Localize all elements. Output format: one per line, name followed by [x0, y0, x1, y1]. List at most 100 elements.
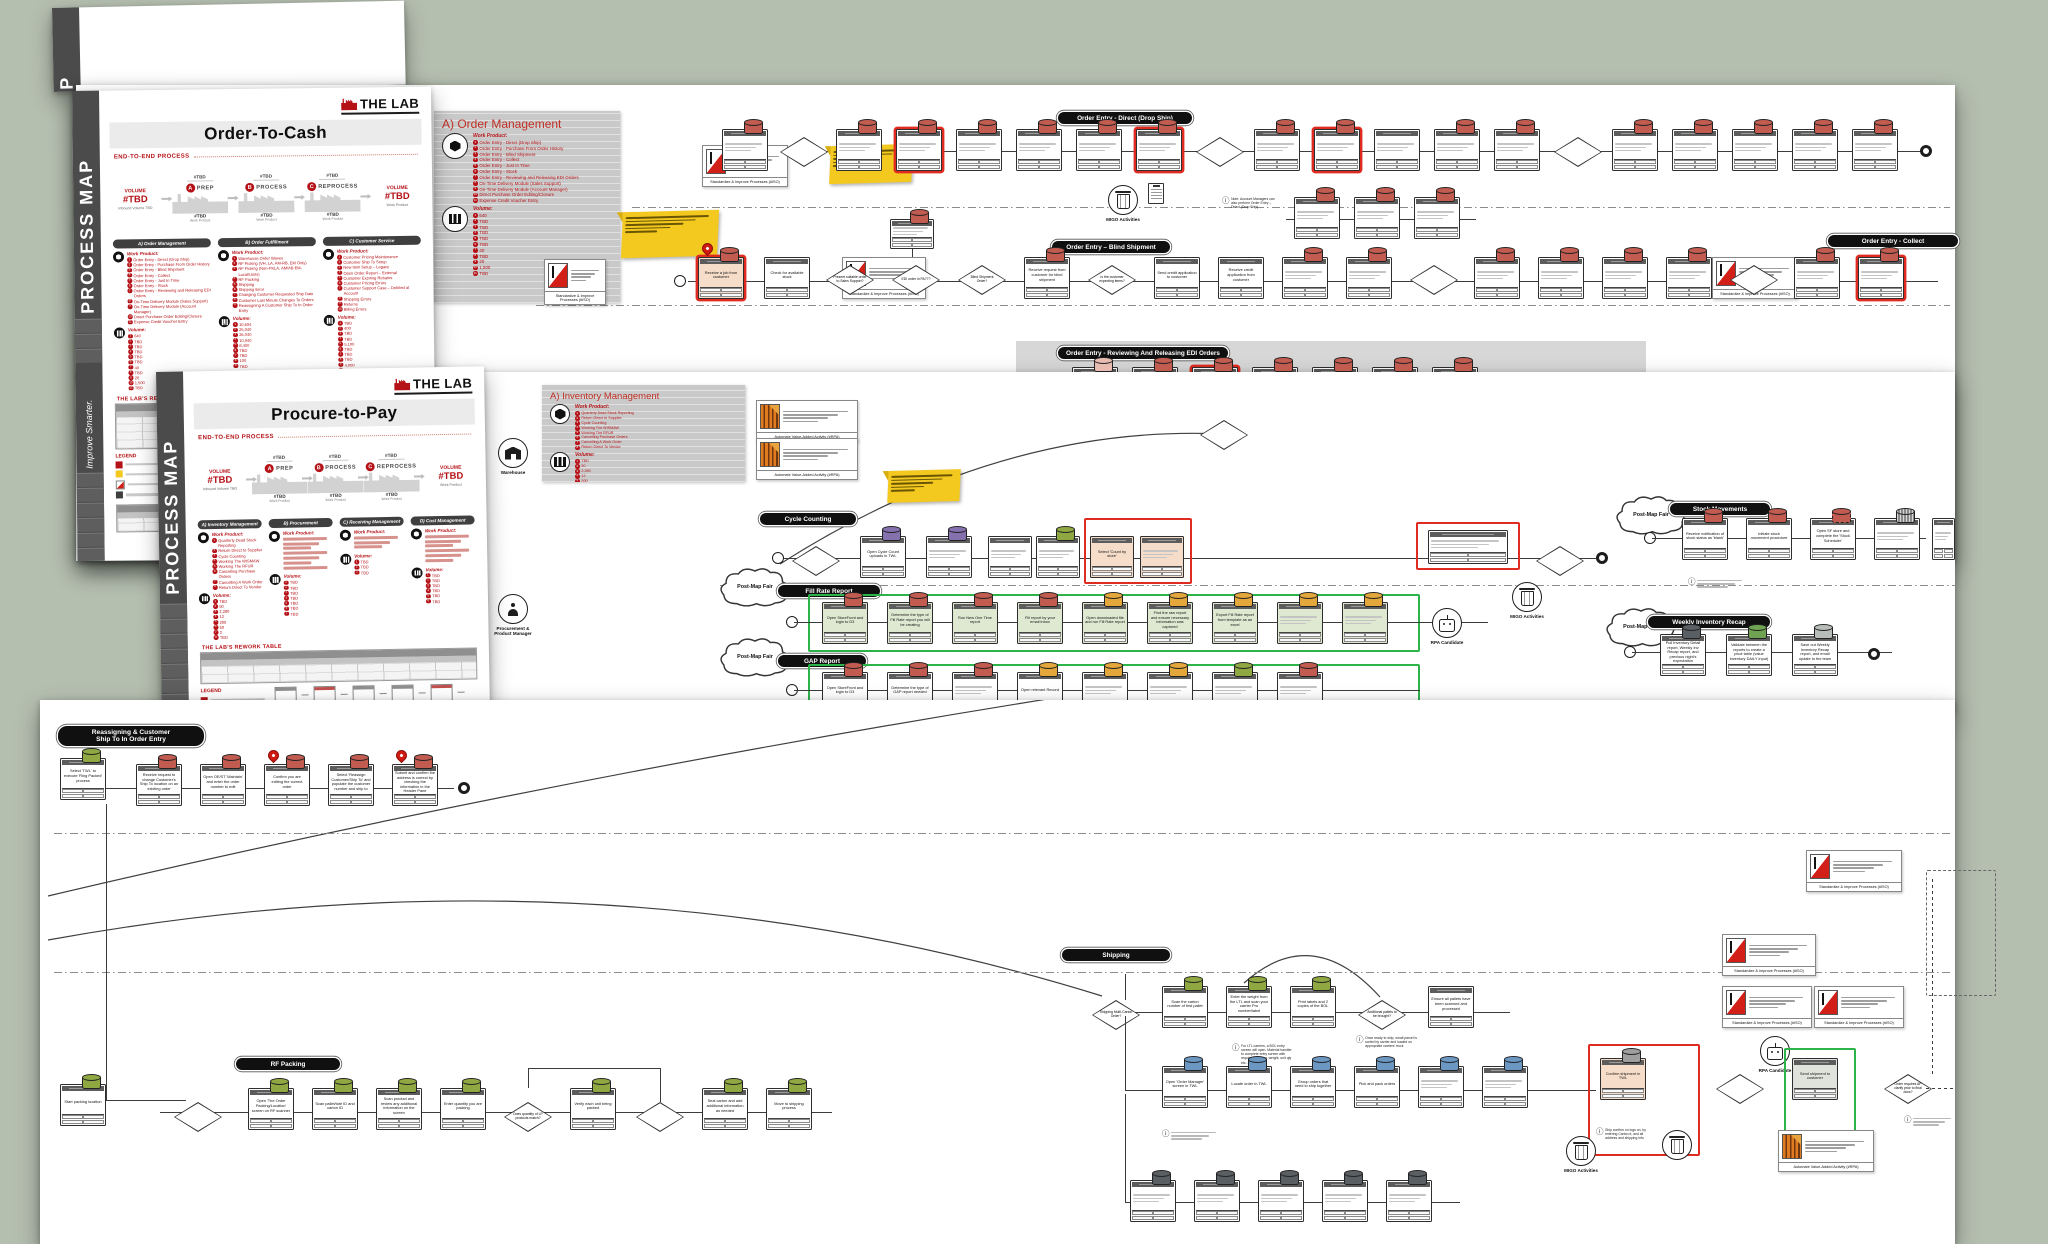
footer-cell: [1131, 1216, 1153, 1221]
task-header: [1495, 130, 1539, 137]
info-icon: ⓘ: [1904, 1115, 1912, 1124]
text-line: [1297, 217, 1323, 220]
footer-cell: [1415, 228, 1437, 233]
task-header: [1673, 130, 1717, 137]
task-text: [1137, 136, 1181, 158]
footer-cell: [1343, 638, 1365, 643]
text-line: [1297, 214, 1329, 217]
lane-separator: [54, 972, 1950, 974]
task-header: [1283, 258, 1327, 265]
footer-cell: [1749, 670, 1771, 675]
task-header: [1601, 1059, 1645, 1066]
improvement-flag-note: Standardize & Improve Processes (#ISO): [1806, 850, 1902, 892]
checklist-line: [1150, 194, 1162, 197]
task-header: [1313, 368, 1357, 375]
database-cylinder-icon: [1440, 1055, 1459, 1071]
task-text: [1859, 264, 1903, 286]
text-line: [1605, 271, 1642, 274]
footer-cell: [1667, 288, 1689, 293]
poster-fulfillment-detail: Reassigning & Customer Ship To In Order …: [40, 700, 1996, 1244]
text-line: [1197, 1194, 1234, 1197]
task-footer: [1683, 547, 1727, 559]
footer-cell: [1667, 293, 1689, 298]
task-footer: [767, 1117, 811, 1129]
text-line: [890, 489, 915, 492]
text-line: [1285, 274, 1317, 277]
robot-icon: [1439, 614, 1455, 632]
task-box: [1322, 1169, 1368, 1222]
task-header: [767, 1089, 811, 1096]
database-cylinder-icon: [1214, 356, 1233, 372]
footer-cell: [1419, 1102, 1441, 1107]
text-line: [725, 143, 762, 146]
task-footer: [1667, 286, 1711, 298]
text-line: [1749, 1003, 1787, 1005]
database-cylinder-icon: [909, 591, 928, 607]
task-text: [723, 136, 767, 158]
database-cylinder-icon: [910, 208, 929, 224]
footer-cell: [745, 165, 767, 170]
footer-cell: [919, 165, 941, 170]
footer-cell: [1897, 549, 1919, 554]
footer-cell: [1457, 160, 1479, 165]
work-product-item-bar: [425, 553, 462, 558]
task-box: Open 'The Order Packing/Location' screen…: [248, 1077, 294, 1130]
item-number: 7: [473, 174, 478, 180]
footer-cell: [1083, 638, 1105, 643]
text-line: [1615, 149, 1641, 152]
task-text: Save out Weekly Inventory Recap report, …: [1798, 642, 1832, 662]
text-line: [1735, 143, 1772, 146]
task-header: [61, 1085, 105, 1092]
task-box: Submit and confirm the address is correc…: [392, 747, 438, 806]
role-icon-trash: [1654, 1130, 1700, 1160]
item-number: 11: [128, 385, 134, 391]
footer-cell: [1300, 633, 1322, 638]
database-cylinder-icon: [1316, 186, 1335, 202]
footer-cell: [1689, 293, 1711, 298]
text-line: [1357, 211, 1394, 214]
task-footer: [1155, 286, 1199, 298]
task-footer: [61, 1113, 105, 1125]
task-box: [1282, 246, 1328, 299]
note-top: [1723, 987, 1811, 1018]
task-header: [1727, 635, 1771, 642]
task-text: Open StoreFront and login to D3: [826, 684, 864, 695]
factory-icon: [238, 193, 294, 214]
text-line: [1749, 996, 1803, 999]
item-text: Direct Purchase Order Editing/Closure: [479, 192, 555, 198]
task-footer: [1793, 1087, 1837, 1099]
work-product-item-bar: [425, 544, 454, 548]
text-line: [1019, 143, 1056, 146]
footer-cell: [329, 795, 351, 800]
person-icon: [507, 602, 519, 616]
work-product-list: Work Product:: [354, 529, 404, 551]
footer-cell: [1435, 165, 1457, 170]
database-cylinder-icon: [1364, 591, 1383, 607]
text-line: [1079, 143, 1116, 146]
text-line: [1877, 532, 1914, 535]
task-text: [1278, 609, 1322, 631]
footer-cell: [1040, 633, 1062, 638]
footer-cell: [1561, 288, 1583, 293]
note-top: [1807, 851, 1901, 882]
text-line: [890, 485, 925, 489]
text-line: [1019, 149, 1045, 152]
footer-cell: [1317, 228, 1339, 233]
footer-cell: [1347, 293, 1369, 298]
end-event: [1596, 552, 1608, 564]
task-footer: [1291, 1095, 1335, 1107]
volume-value: TBD: [239, 363, 248, 369]
footer-cell: [335, 1119, 357, 1124]
task-box: Receive notification of stock status as …: [1682, 507, 1728, 560]
item-number: 10: [473, 264, 478, 271]
brand-name: THE LAB: [359, 95, 420, 112]
sidebar-tab: [77, 532, 105, 547]
footer-cell: [1811, 554, 1833, 559]
text-line: [1861, 274, 1893, 277]
